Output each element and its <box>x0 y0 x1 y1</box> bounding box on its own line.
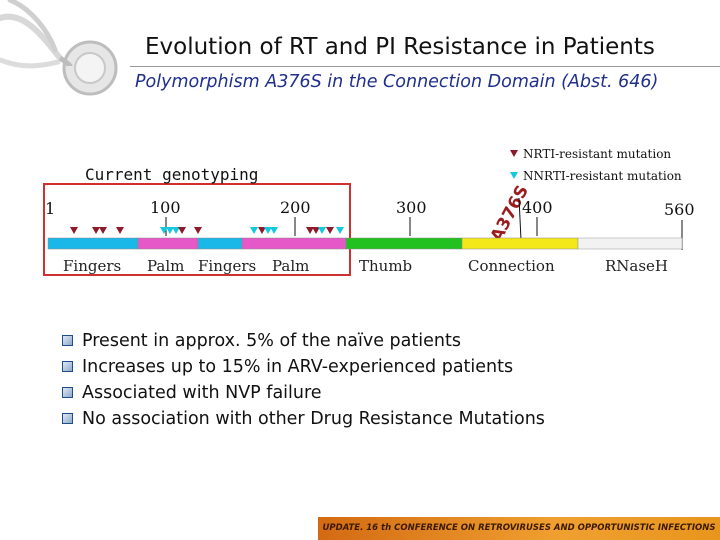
domain-label-rnaseh: RNaseH <box>605 257 668 275</box>
nnrti-marker <box>250 227 258 234</box>
segment-palm-2 <box>241 237 347 250</box>
segment-rnaseh <box>577 237 683 250</box>
nrti-marker <box>258 227 266 234</box>
segment-connection <box>461 237 579 250</box>
checkbox-bullet-icon <box>62 413 73 424</box>
nnrti-marker <box>270 227 278 234</box>
domain-label-fingers: Fingers <box>198 257 256 275</box>
nnrti-marker <box>166 227 174 234</box>
nrti-marker <box>312 227 320 234</box>
legend-nrti-label: NRTI-resistant mutation <box>523 147 671 161</box>
nnrti-marker <box>336 227 344 234</box>
mutation-a376s-pointer <box>518 197 522 241</box>
nrti-marker <box>194 227 202 234</box>
domain-label-connection: Connection <box>468 257 555 275</box>
bullet-list: Present in approx. 5% of the naïve patie… <box>60 328 545 432</box>
nrti-marker <box>306 227 314 234</box>
rt-domain-diagram: Current genotyping NRTI-resistant mutati… <box>43 147 695 276</box>
bullet-text: Associated with NVP failure <box>82 383 322 403</box>
nrti-marker-icon <box>510 150 518 157</box>
segment-thumb <box>345 237 463 250</box>
domain-label-palm: Palm <box>147 257 184 275</box>
bullet-item: Increases up to 15% in ARV-experienced p… <box>60 354 545 380</box>
domain-label-thumb: Thumb <box>359 257 412 275</box>
domain-label-fingers: Fingers <box>63 257 121 275</box>
segment-fingers-1 <box>47 237 139 250</box>
domain-label-palm: Palm <box>272 257 309 275</box>
slide-subtitle: Polymorphism A376S in the Connection Dom… <box>135 72 659 92</box>
nnrti-marker <box>264 227 272 234</box>
title-divider <box>130 66 720 67</box>
current-genotyping-box <box>43 183 351 276</box>
nrti-marker <box>116 227 124 234</box>
checkbox-bullet-icon <box>62 361 73 372</box>
bullet-text: Present in approx. 5% of the naïve patie… <box>82 331 461 351</box>
nnrti-marker <box>160 227 168 234</box>
nrti-marker <box>99 227 107 234</box>
bullet-item: No association with other Drug Resistanc… <box>60 406 545 432</box>
nnrti-marker <box>318 227 326 234</box>
bullet-text: Increases up to 15% in ARV-experienced p… <box>82 357 514 377</box>
stethoscope-icon <box>0 0 118 96</box>
mutation-markers <box>70 227 344 234</box>
legend-nnrti-label: NNRTI-resistant mutation <box>523 169 682 183</box>
checkbox-bullet-icon <box>62 387 73 398</box>
nrti-marker <box>92 227 100 234</box>
tick-label: 300 <box>396 198 427 217</box>
nrti-marker <box>70 227 78 234</box>
tick-label: 400 <box>522 198 553 217</box>
nrti-marker <box>178 227 186 234</box>
bullet-item: Associated with NVP failure <box>60 380 545 406</box>
tick-label: 560 <box>664 200 695 219</box>
tick-label: 100 <box>150 198 181 217</box>
checkbox-bullet-icon <box>62 335 73 346</box>
nnrti-marker <box>172 227 180 234</box>
segment-fingers-2 <box>197 237 243 250</box>
bullet-text: No association with other Drug Resistanc… <box>82 409 545 429</box>
nnrti-marker-icon <box>510 172 518 179</box>
bullet-item: Present in approx. 5% of the naïve patie… <box>60 328 545 354</box>
tick-label: 200 <box>280 198 311 217</box>
tick-label: 1 <box>45 199 55 218</box>
slide-title: Evolution of RT and PI Resistance in Pat… <box>145 34 655 60</box>
segment-palm-1 <box>137 237 199 250</box>
footer-banner: UPDATE. 16 th CONFERENCE ON RETROVIRUSES… <box>318 517 720 540</box>
nrti-marker <box>326 227 334 234</box>
current-genotyping-label: Current genotyping <box>85 165 258 184</box>
